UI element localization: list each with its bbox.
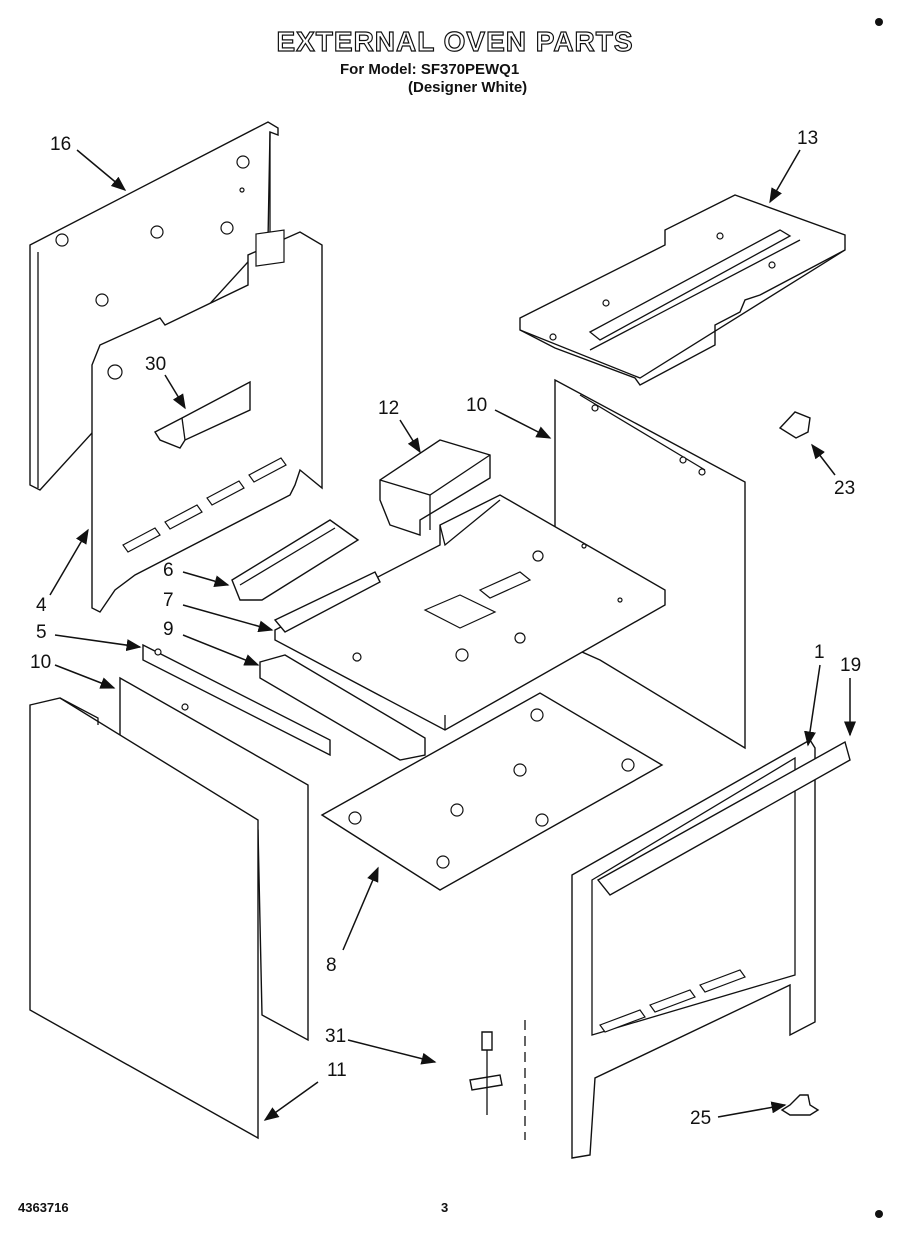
part-5-strip [142,643,331,757]
callout-leader-lines [49,149,856,1121]
callout-10-left: 10 [30,652,52,673]
registration-mark-top [875,18,883,26]
part-31-fastener [469,1020,526,1140]
callout-4: 4 [36,595,47,616]
callout-9: 9 [163,619,174,640]
callout-16: 16 [50,134,72,155]
callout-7: 7 [163,590,174,611]
callout-23: 23 [834,478,856,499]
part-11-side-panel [29,697,259,1140]
part-13-top-plate [519,194,846,386]
page-number: 3 [441,1200,449,1215]
callout-10-right: 10 [466,395,488,416]
part-6-rail [231,519,360,601]
callout-25: 25 [690,1108,712,1129]
part-9-strip [259,654,426,761]
part-7-rail [273,571,381,633]
part-25-screw [780,1094,820,1116]
registration-mark-bottom [875,1210,883,1218]
callout-5: 5 [36,622,47,643]
oven-chassis-tray [274,494,666,731]
callout-1: 1 [814,642,825,663]
part-12-box [379,439,491,536]
part-19-strip [596,740,851,896]
callout-6: 6 [163,560,174,581]
callout-19: 19 [840,655,862,676]
document-number: 4363716 [18,1200,69,1215]
model-variant: (Designer White) [408,79,528,96]
callout-13: 13 [797,128,819,149]
page-title: EXTERNAL OVEN PARTS [276,25,634,57]
part-23-clip [778,411,811,439]
callout-11: 11 [327,1060,347,1081]
callout-31: 31 [325,1026,347,1047]
callout-30: 30 [145,354,167,375]
callout-12: 12 [378,398,400,419]
model-number: For Model: SF370PEWQ1 [340,61,520,78]
part-1-door-frame [571,739,816,1159]
part-30-bracket [154,380,251,449]
callout-8: 8 [326,955,337,976]
page-header: EXTERNAL OVEN PARTS For Model: SF370PEWQ… [0,0,897,110]
part-8-bottom-plate [320,692,664,891]
